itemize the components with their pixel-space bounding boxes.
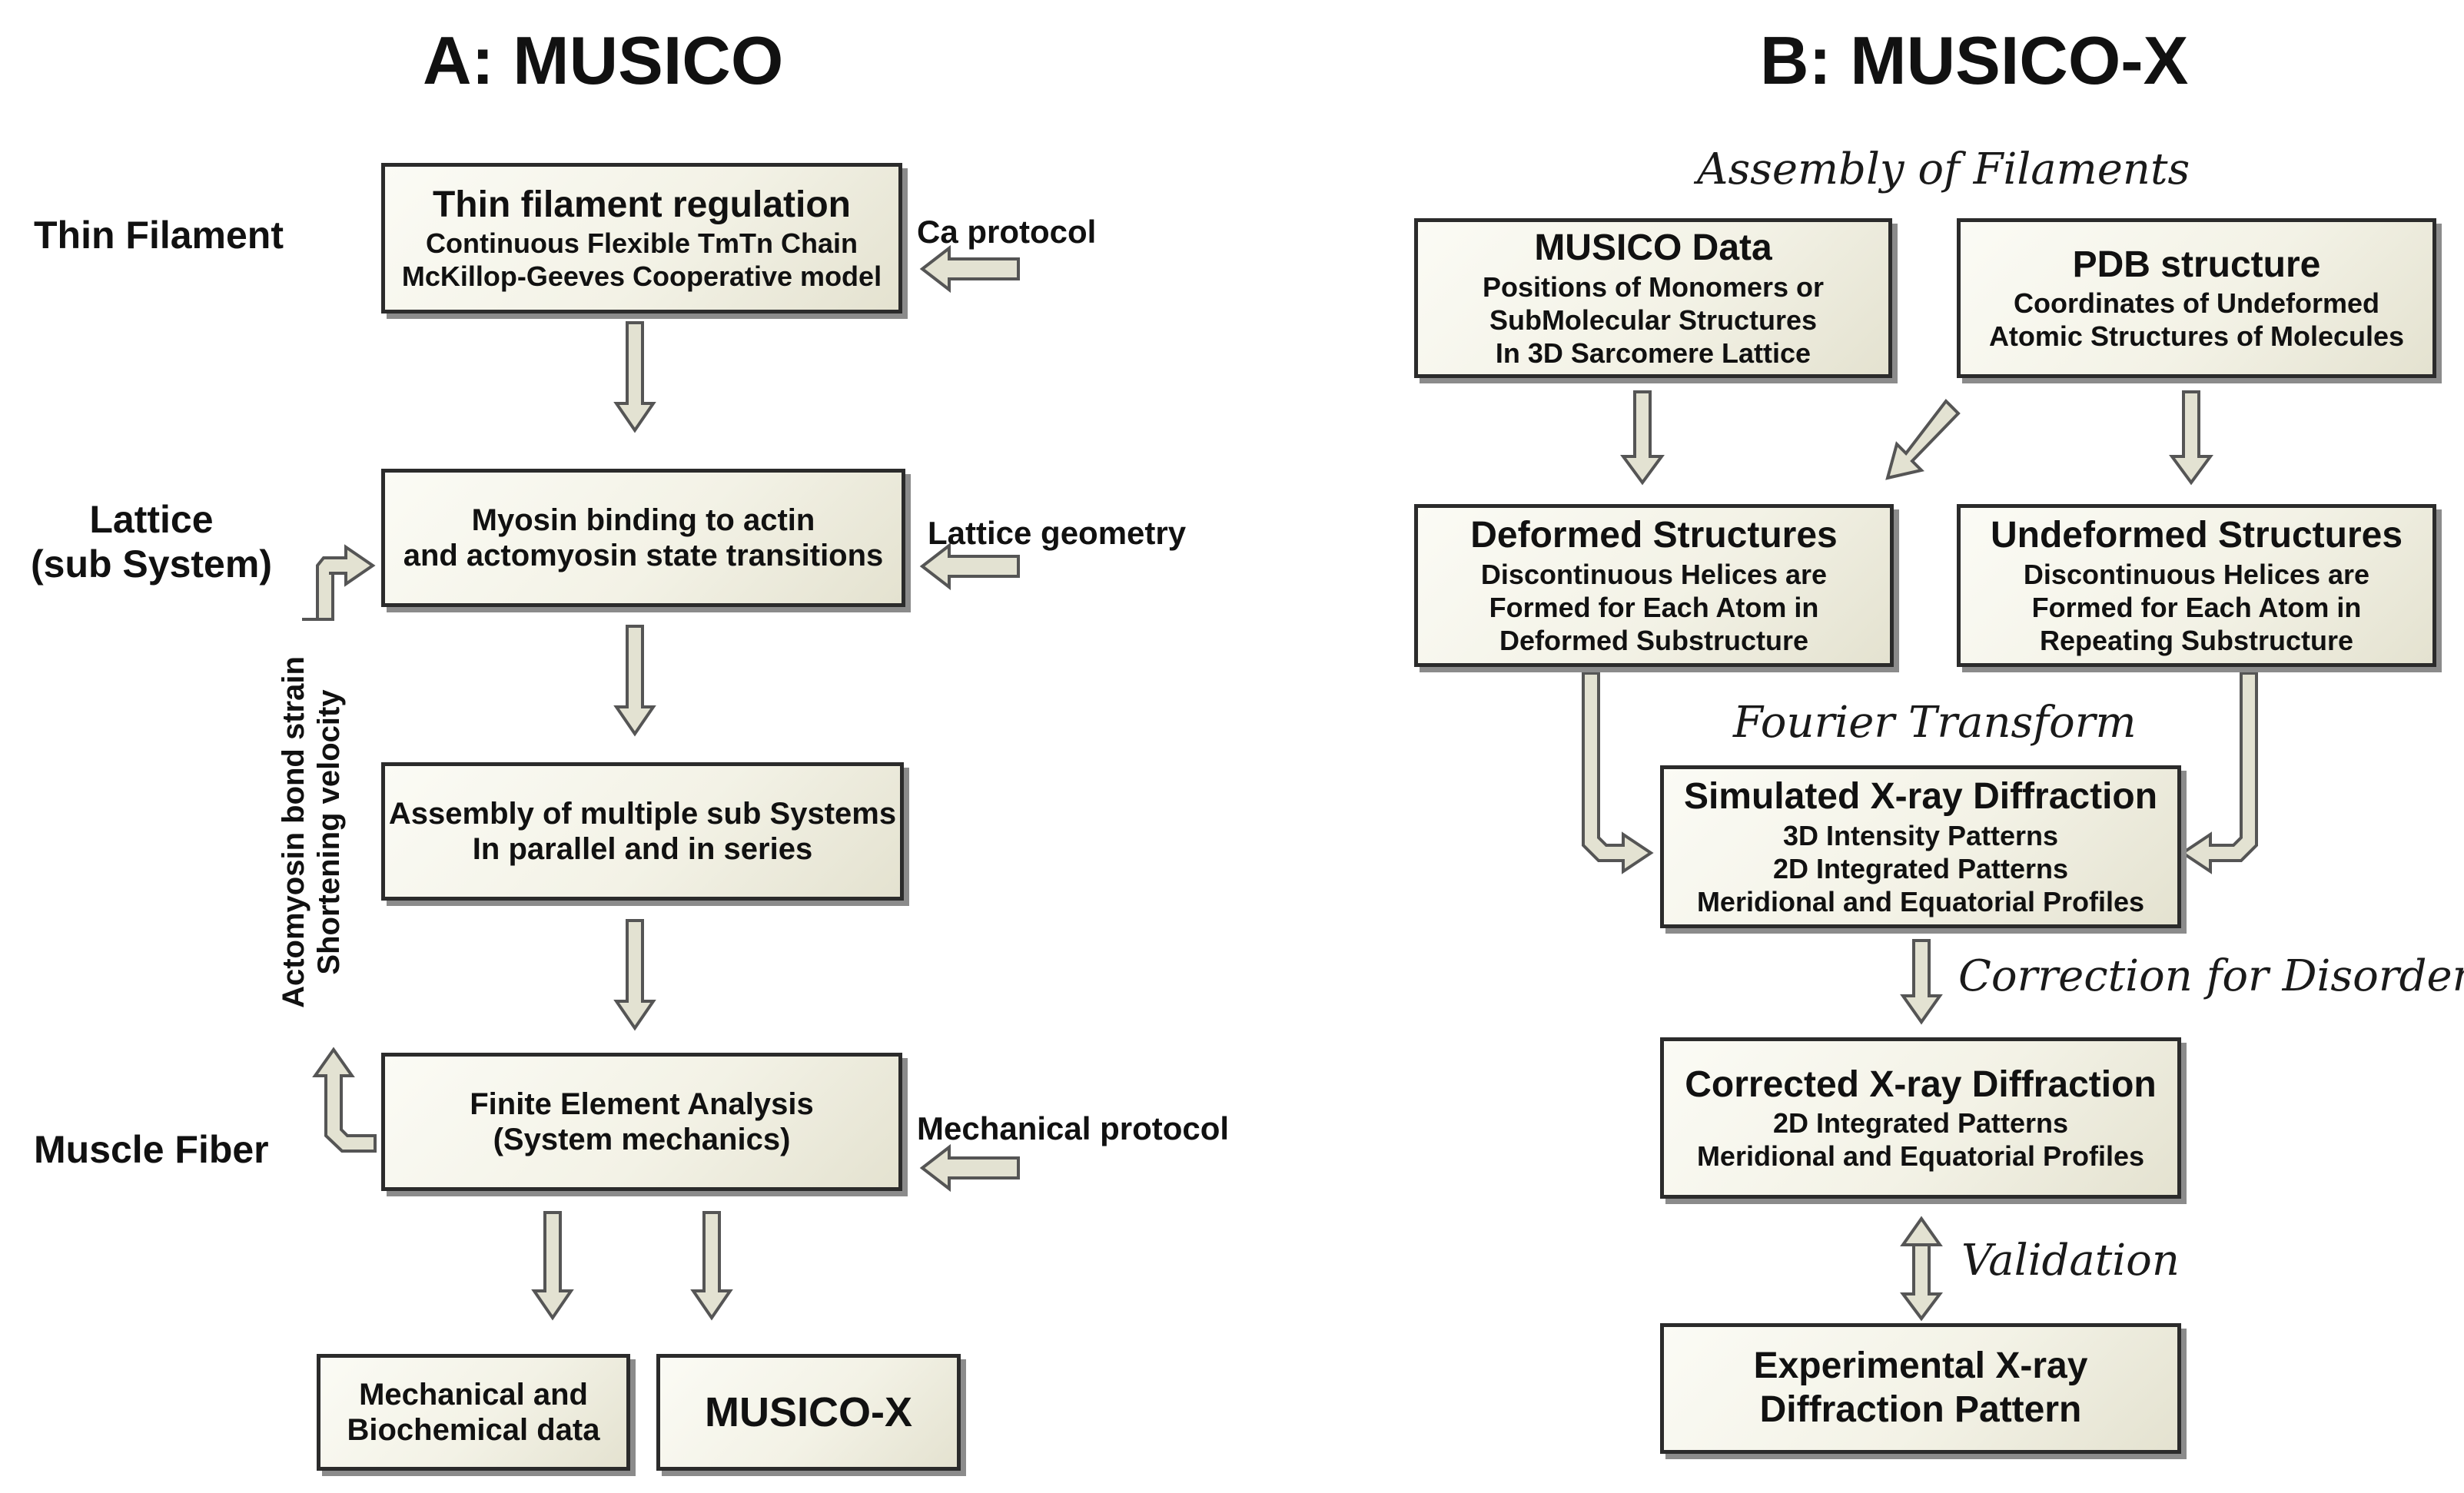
level-label-lattice-line2: (sub System) bbox=[31, 542, 272, 586]
panel-b-title: B: MUSICO-X bbox=[1760, 22, 2189, 98]
feedback-label-line1: Actomyosin bond strain bbox=[277, 656, 310, 1008]
box-myosin-line: and actomyosin state transitions bbox=[403, 539, 884, 572]
box-deformed-structures: Deformed Structures Discontinuous Helice… bbox=[1414, 504, 1894, 667]
level-label-lattice-line1: Lattice bbox=[89, 498, 214, 541]
box-deformed-title: Deformed Structures bbox=[1470, 514, 1838, 556]
box-deformed-line: Discontinuous Helices are bbox=[1480, 558, 1828, 590]
box-myosin-binding: Myosin binding to actin and actomyosin s… bbox=[381, 469, 905, 607]
box-musico-data-title: MUSICO Data bbox=[1534, 227, 1772, 268]
arrow-b-simulated-to-corrected bbox=[1900, 939, 1943, 1025]
box-musico-data-line: In 3D Sarcomere Lattice bbox=[1495, 337, 1811, 369]
arrow-a-assembly-to-fea bbox=[613, 919, 656, 1031]
box-corrected-line: Meridional and Equatorial Profiles bbox=[1696, 1140, 2145, 1173]
box-corrected-line: 2D Integrated Patterns bbox=[1772, 1107, 2069, 1140]
box-pdb-title: PDB structure bbox=[2072, 244, 2321, 285]
box-simulated-title: Simulated X-ray Diffraction bbox=[1683, 775, 2158, 817]
input-label-lattice-geometry: Lattice geometry bbox=[928, 515, 1187, 551]
arrow-a-myosin-to-assembly bbox=[613, 625, 656, 737]
box-undeformed-line: Repeating Substructure bbox=[2039, 624, 2354, 656]
box-finite-element-analysis: Finite Element Analysis (System mechanic… bbox=[381, 1053, 902, 1191]
box-experimental-xray: Experimental X-ray Diffraction Pattern bbox=[1660, 1323, 2181, 1454]
arrow-a-thin-to-myosin bbox=[613, 321, 656, 433]
box-musico-x-label: MUSICO-X bbox=[705, 1388, 912, 1435]
arrow-b-pdb-to-undeformed bbox=[2169, 390, 2213, 486]
arrow-b-validation-double bbox=[1900, 1216, 1943, 1322]
stage-label-assembly: Assembly of Filaments bbox=[1697, 144, 2190, 194]
box-corrected-title: Corrected X-ray Diffraction bbox=[1685, 1063, 2157, 1105]
level-label-lattice: Lattice (sub System) bbox=[31, 498, 272, 586]
arrow-b-pdb-to-deformed bbox=[1885, 398, 1961, 480]
input-label-ca-protocol: Ca protocol bbox=[917, 214, 1097, 250]
box-myosin-line: Myosin binding to actin bbox=[471, 503, 815, 537]
box-assembly-line: Assembly of multiple sub Systems bbox=[388, 797, 897, 831]
panel-a-title: A: MUSICO bbox=[423, 22, 784, 98]
box-corrected-xray: Corrected X-ray Diffraction 2D Integrate… bbox=[1660, 1037, 2181, 1199]
arrow-a-mechanical-input bbox=[919, 1143, 1020, 1193]
box-experimental-line: Experimental X-ray bbox=[1753, 1345, 2088, 1387]
box-fea-line: Finite Element Analysis bbox=[470, 1087, 814, 1121]
arrow-a-feedback-up-from-fea bbox=[312, 1047, 377, 1153]
feedback-label: Actomyosin bond strain Shortening veloci… bbox=[276, 656, 347, 1008]
feedback-label-line2: Shortening velocity bbox=[312, 689, 346, 975]
arrow-a-ca-input bbox=[919, 244, 1020, 294]
arrow-b-musico-to-deformed bbox=[1620, 390, 1665, 486]
box-thin-filament-line: McKillop-Geeves Cooperative model bbox=[401, 260, 882, 293]
box-undeformed-structures: Undeformed Structures Discontinuous Heli… bbox=[1957, 504, 2436, 667]
box-pdb-structure: PDB structure Coordinates of Undeformed … bbox=[1957, 218, 2436, 378]
box-thin-filament-regulation: Thin filament regulation Continuous Flex… bbox=[381, 163, 902, 314]
box-mechdata-line: Mechanical and bbox=[359, 1378, 588, 1412]
box-experimental-line: Diffraction Pattern bbox=[1759, 1389, 2082, 1430]
box-thin-filament-title: Thin filament regulation bbox=[432, 184, 851, 225]
box-thin-filament-line: Continuous Flexible TmTn Chain bbox=[426, 227, 858, 260]
box-musico-x: MUSICO-X bbox=[656, 1354, 961, 1471]
arrow-a-fea-to-mechdata bbox=[531, 1211, 574, 1321]
box-undeformed-line: Formed for Each Atom in bbox=[2031, 591, 2362, 623]
stage-label-fourier: Fourier Transform bbox=[1733, 698, 2137, 748]
arrow-b-undeformed-to-simulated bbox=[2180, 672, 2258, 874]
box-simulated-line: 2D Integrated Patterns bbox=[1772, 852, 2069, 884]
input-label-mechanical-protocol: Mechanical protocol bbox=[917, 1110, 1230, 1146]
box-deformed-line: Formed for Each Atom in bbox=[1489, 591, 1819, 623]
stage-label-correction: Correction for Disorder bbox=[1958, 951, 2464, 1001]
box-assembly-subsystems: Assembly of multiple sub Systems In para… bbox=[381, 762, 904, 901]
box-pdb-line: Coordinates of Undeformed bbox=[2013, 287, 2379, 320]
box-mechdata-line: Biochemical data bbox=[347, 1413, 600, 1447]
arrow-a-lattice-input bbox=[919, 542, 1020, 591]
box-assembly-line: In parallel and in series bbox=[472, 832, 813, 866]
box-musico-data-line: SubMolecular Structures bbox=[1489, 304, 1818, 336]
level-label-thin-filament: Thin Filament bbox=[34, 214, 284, 257]
level-label-muscle-fiber: Muscle Fiber bbox=[34, 1128, 269, 1171]
box-simulated-xray: Simulated X-ray Diffraction 3D Intensity… bbox=[1660, 765, 2181, 928]
box-mechanical-biochemical-data: Mechanical and Biochemical data bbox=[317, 1354, 630, 1471]
box-undeformed-title: Undeformed Structures bbox=[1990, 514, 2403, 556]
arrow-a-fea-to-musicox bbox=[690, 1211, 733, 1321]
box-musico-data-line: Positions of Monomers or bbox=[1482, 270, 1825, 303]
box-musico-data: MUSICO Data Positions of Monomers or Sub… bbox=[1414, 218, 1892, 378]
box-pdb-line: Atomic Structures of Molecules bbox=[1988, 320, 2405, 353]
box-fea-line: (System mechanics) bbox=[493, 1123, 791, 1156]
box-undeformed-line: Discontinuous Helices are bbox=[2023, 558, 2370, 590]
box-deformed-line: Deformed Substructure bbox=[1499, 624, 1809, 656]
box-simulated-line: 3D Intensity Patterns bbox=[1782, 819, 2059, 851]
arrow-b-deformed-to-simulated bbox=[1582, 672, 1654, 874]
box-simulated-line: Meridional and Equatorial Profiles bbox=[1696, 885, 2145, 917]
arrow-a-feedback-into-myosin bbox=[302, 544, 376, 621]
stage-label-validation: Validation bbox=[1961, 1236, 2180, 1286]
